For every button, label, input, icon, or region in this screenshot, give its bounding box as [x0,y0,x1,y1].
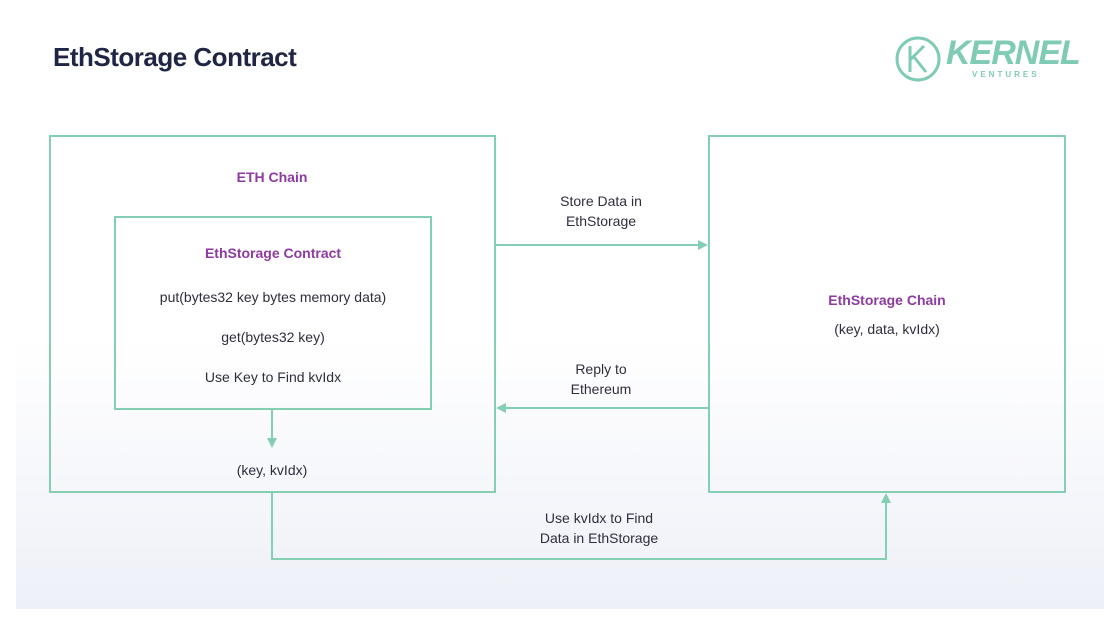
reply-label-line2: Ethereum [570,381,632,397]
eth-chain-box [49,135,496,493]
ethstorage-chain-box [708,135,1066,493]
eth-chain-output: (key, kvIdx) [236,462,308,478]
page-title: EthStorage Contract [53,42,297,72]
method-put: put(bytes32 key bytes memory data) [159,289,387,305]
find-label-line1: Use kvIdx to Find [544,510,654,526]
find-label-line2: Data in EthStorage [539,530,659,546]
reply-label-line1: Reply to [575,361,627,377]
logo-subtext: VENTURES [972,70,1040,79]
store-label-line1: Store Data in [560,193,642,209]
find-arrow [271,493,891,560]
eth-chain-label: ETH Chain [236,169,308,185]
logo-wordmark: KERNEL [946,34,1081,72]
method-find: Use Key to Find kvIdx [204,369,342,385]
kernel-ventures-logo: KERNEL VENTURES [894,32,1081,86]
slide-background [16,8,1104,609]
store-label-line2: EthStorage [565,213,637,229]
ethstorage-chain-content: (key, data, kvIdx) [834,321,940,337]
contract-label: EthStorage Contract [204,245,342,261]
ethstorage-contract-box [114,216,432,410]
method-get: get(bytes32 key) [221,329,325,345]
ethstorage-chain-label: EthStorage Chain [828,292,946,308]
logo-mark-icon [895,36,941,82]
